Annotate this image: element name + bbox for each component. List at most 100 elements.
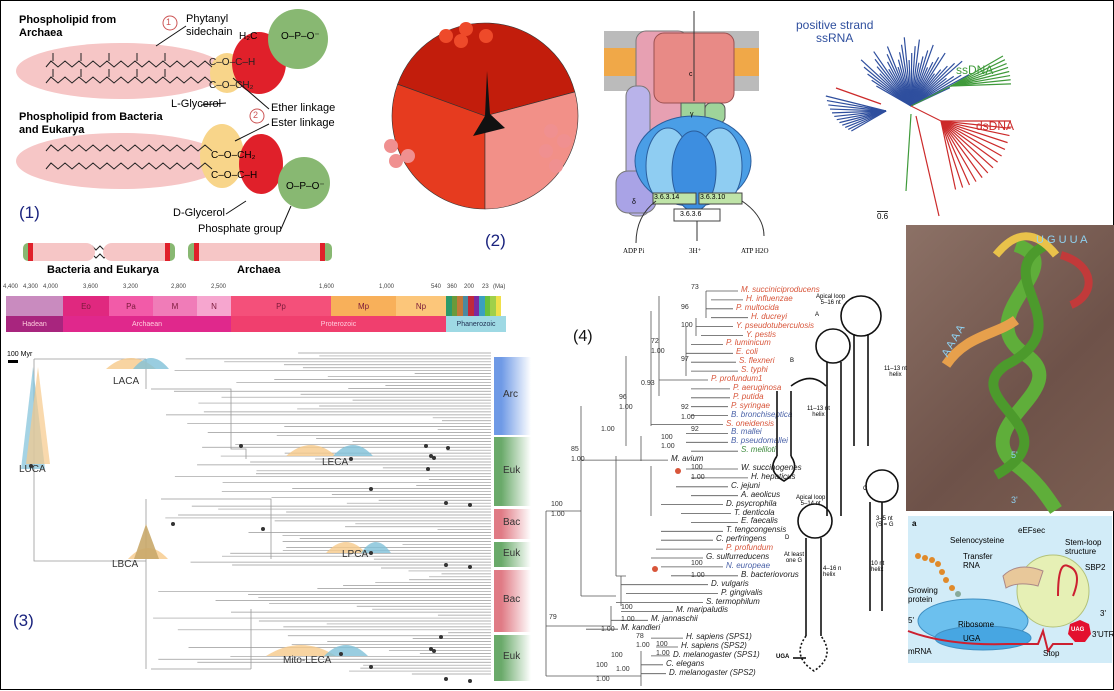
calibration-node [432,649,436,653]
hydrocarbon-chain [45,162,213,170]
calibration-node [339,652,343,656]
membrane-bacteria-label: Bacteria and Eukarya [47,264,159,276]
blob [459,22,473,36]
panel-label-1: (1) [19,203,40,222]
selenoprotein-diagram [907,553,1091,654]
internal-branches [545,291,707,686]
timeline-tick: 1,000 [379,284,395,290]
calibration-node [426,467,430,471]
dsdna-branch [940,120,1011,129]
structure-c-label: C [863,486,868,492]
timeline-tick: 1,600 [319,284,335,290]
taxon-label: C. jejuni [731,480,760,490]
panel-tag: a [912,519,917,528]
d-glycerol-label: D-Glycerol [173,207,225,219]
support-value: 1.00 [656,650,670,657]
node-laca: LACA [113,376,140,387]
ssrna-branch [832,110,887,114]
dsdna-branch [835,87,882,105]
taxon-label: Y. pseudotuberculosis [736,320,814,330]
ssdna-branch [950,79,1011,87]
support-value: 85 [571,446,579,453]
calibration-node [444,501,448,505]
support-value: 1.00 [681,414,695,421]
clade-band [494,509,531,539]
blob [557,134,571,148]
support-value: 100 [691,560,703,567]
node-lpca: LPCA [342,549,369,560]
timeline-tick: (Ma) [493,284,506,290]
support-value: 97 [681,356,689,363]
blob [384,139,398,153]
ssrna-branch [873,51,912,107]
support-value: 100 [611,652,623,659]
support-value: 78 [636,633,644,640]
ssdna-branch [950,55,1004,87]
era-np: Np [396,296,446,316]
panel-label-2: (2) [485,231,506,250]
l-glycerol-label: L-Glycerol [171,98,222,110]
timetree [21,352,491,683]
taxon-label: C. perfringens [716,534,767,544]
support-value: 1.00 [596,676,610,683]
support-value: 1.00 [551,511,565,518]
ec-right: 3.6.3.10 [700,194,726,201]
support-value: 79 [549,614,557,621]
structure-c-note: 3–5 nt(S = G [876,516,894,528]
taxon-label: D. melanogaster (SPS2) [669,667,756,677]
marker-2-label: 2 [253,110,259,120]
pie-diagram [384,22,579,210]
output-atp: ATP H2O [741,247,769,255]
age-density [133,358,169,369]
period-block [451,296,457,316]
blob [439,29,453,43]
timeline-tick: 4,000 [43,284,59,290]
taxon-label: T. tengcongensis [726,525,787,535]
taxon-label: S. oneidensis [726,418,775,428]
taxon-label: P. multocida [736,302,779,312]
support-value: 100 [661,434,673,441]
dsdna-branch [940,120,1006,151]
taxon-label: D. vulgaris [711,578,749,588]
timeline-tick: 4,300 [23,284,39,290]
dsdna-branch [940,120,983,178]
taxon-label: G. sulfurreducens [706,552,770,561]
taxon-label: M. maripaludis [676,605,729,615]
clade-band [494,542,531,567]
taxon-label: H. sapiens (SPS2) [681,641,747,650]
blob [401,149,415,163]
calibration-node [261,527,265,531]
taxon-label: B. pseudomallei [731,436,788,446]
taxon-label: P. syringae [731,400,770,410]
dsdna-branch [940,120,971,186]
support-value: 1.00 [691,572,705,579]
dsdna-branch [940,120,1008,144]
label-delta: δ [632,199,636,206]
ssrna-branch [826,99,887,112]
taxon-label: E. coli [736,347,758,357]
calibration-node [424,444,428,448]
support-value: 1.00 [571,456,585,463]
ssrna-branch [903,37,912,107]
atp-synthase-diagram [604,11,765,244]
calibration-node [369,551,373,555]
panel-timetree: 100 Myr LUCA LACA LECA LBCA LPCA Mito-LE… [1,349,531,684]
membrane-archaea-label: Archaea [237,264,281,276]
scale-bar-label: 100 Myr [7,351,33,358]
structure-uga: UGA [776,654,790,660]
ssrna-branch [825,95,887,112]
rna-ribbon [941,232,1093,514]
pie-slice [397,22,576,117]
eefsec-shape [1002,566,1044,589]
calibration-node [444,677,448,681]
luca-density [26,367,50,464]
marker-2 [249,108,265,124]
node-mito-leca: Mito-LECA [283,655,332,666]
label-ribosome: Ribosome [958,620,995,629]
archaea-tail-shape [16,43,226,99]
clade-band [494,357,531,435]
